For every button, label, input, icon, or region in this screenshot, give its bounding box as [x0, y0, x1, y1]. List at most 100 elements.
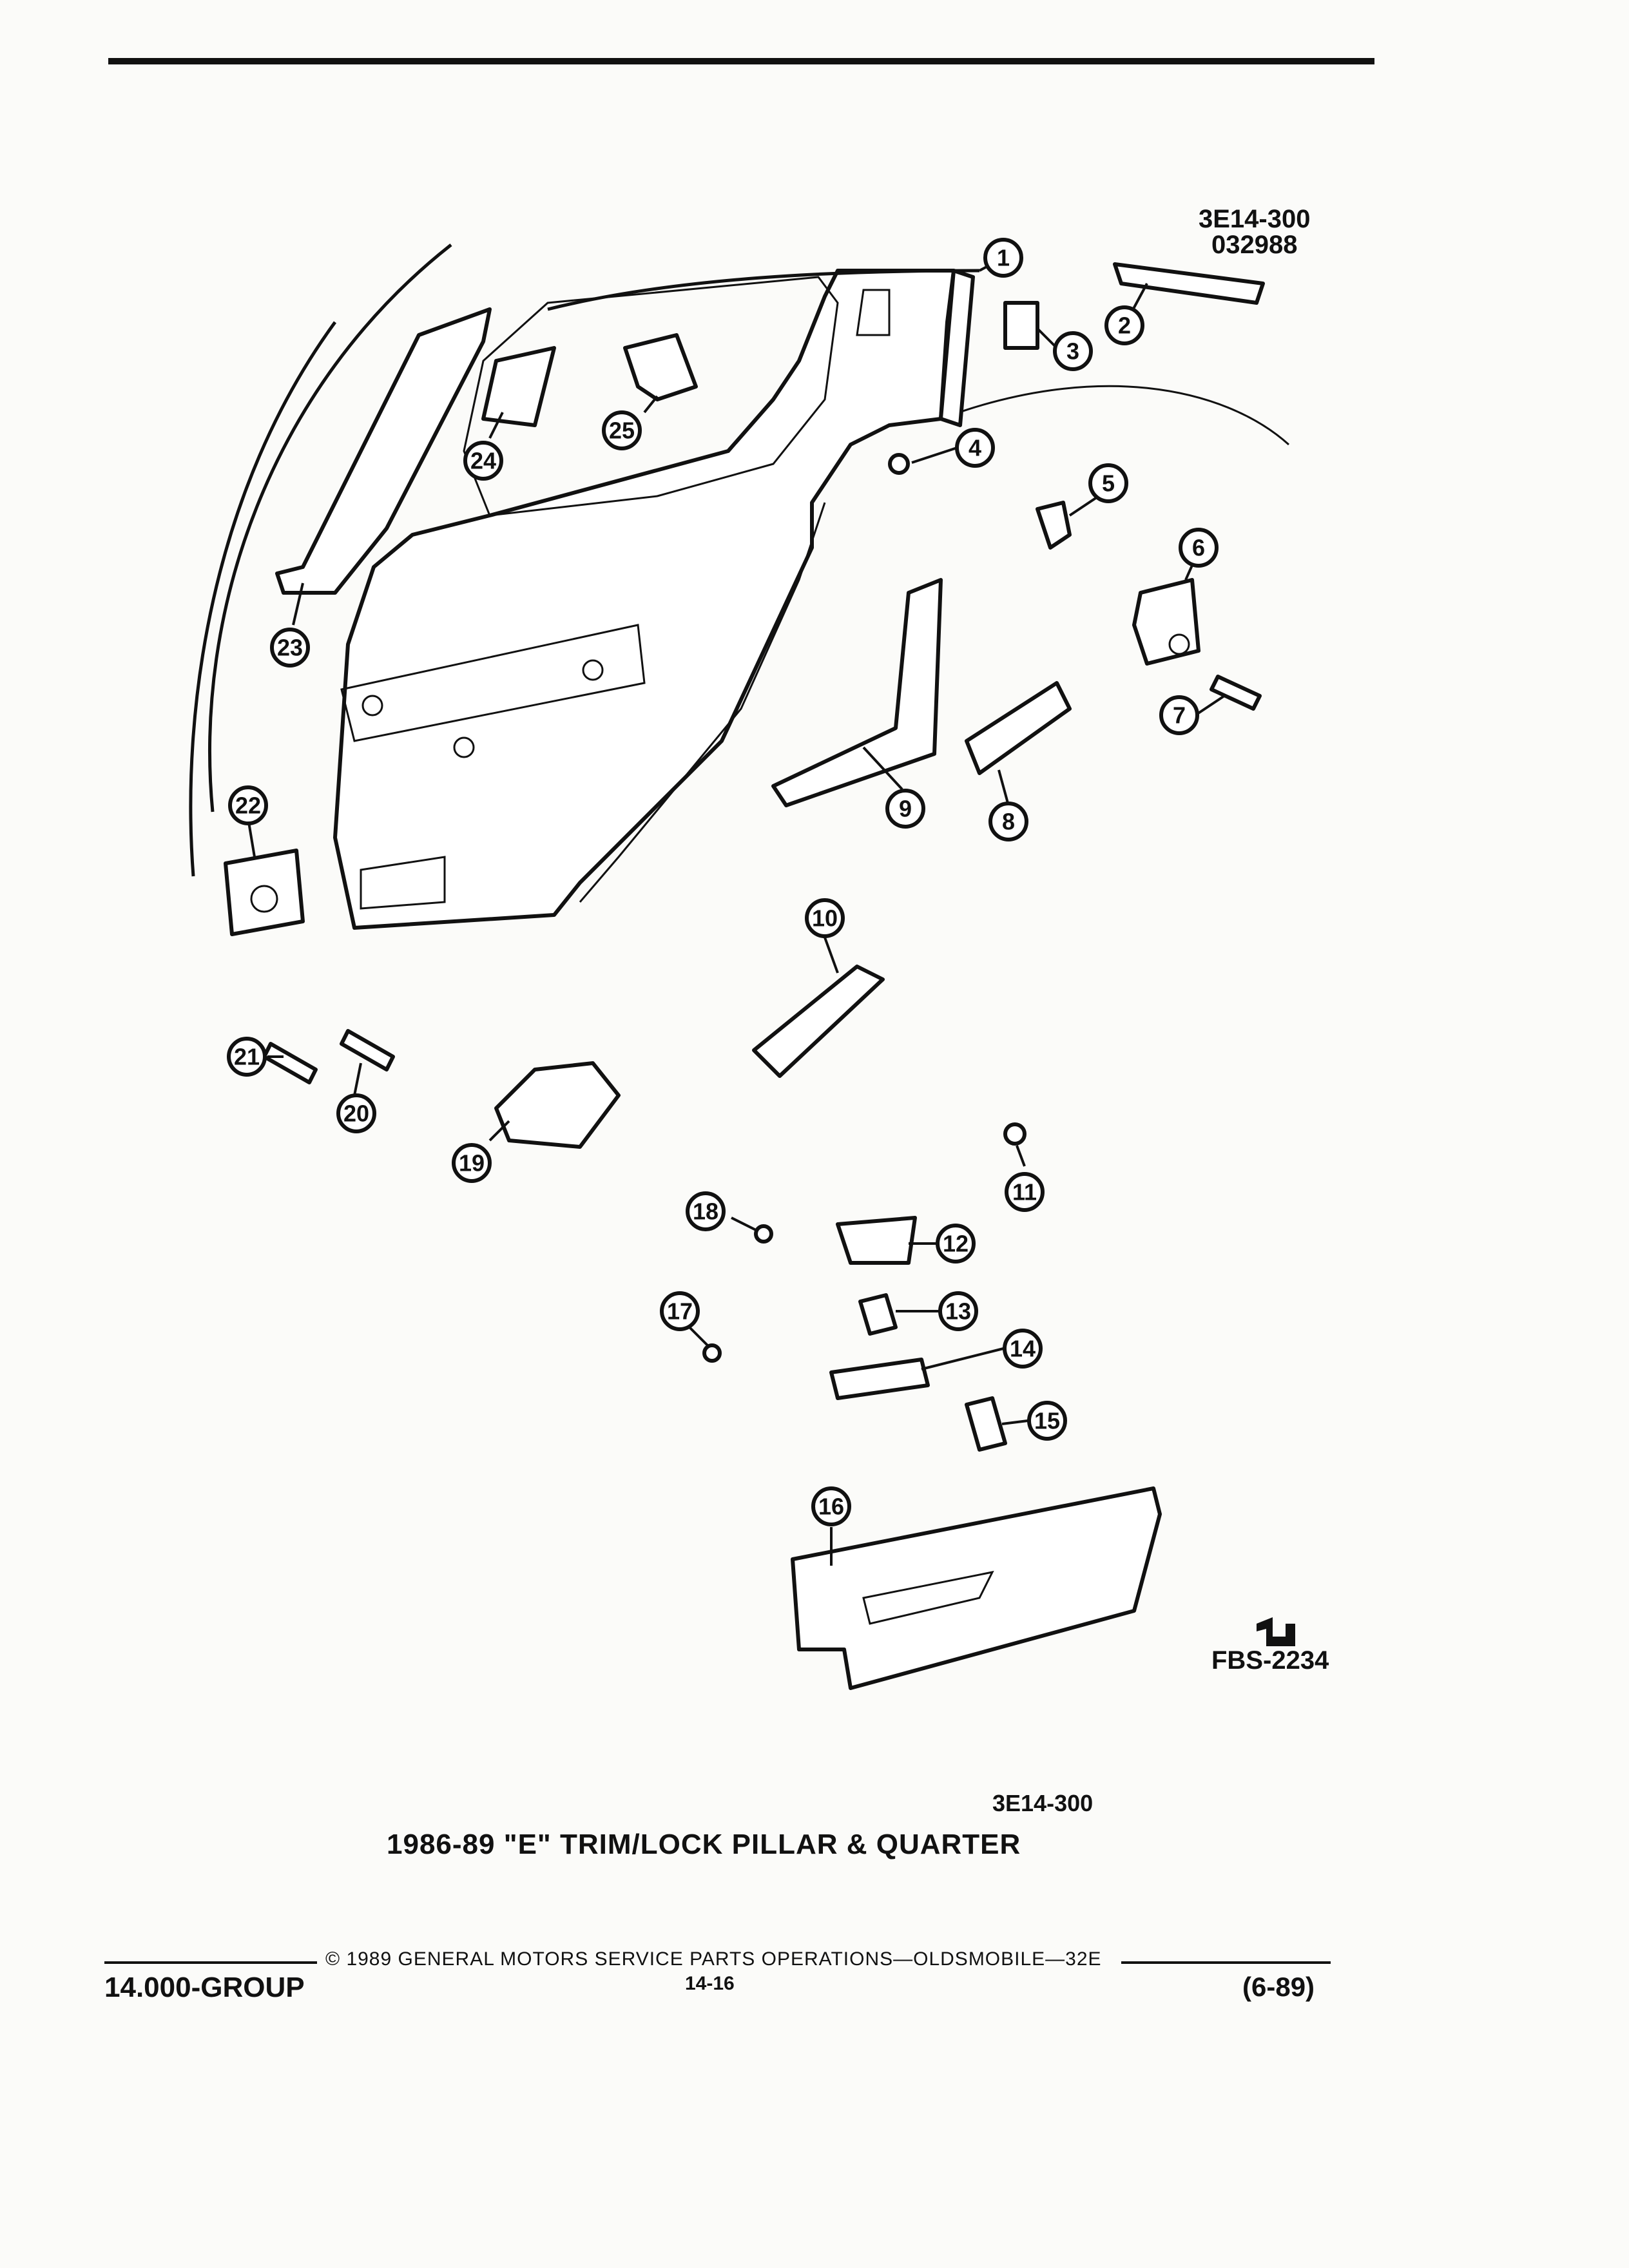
part-6-cover: [1132, 578, 1200, 666]
leader-11: [1016, 1145, 1026, 1167]
svg-text:1: 1: [997, 245, 1010, 271]
figure-code: 3E14-300: [992, 1790, 1094, 1816]
panel-hole: [582, 659, 604, 681]
upper-panel-window-recess: [463, 276, 839, 517]
part-10-trim-panel: [752, 965, 885, 1078]
panel-hole: [361, 695, 383, 716]
panel-lower-pocket: [360, 856, 446, 910]
callout-23: 23: [270, 628, 310, 668]
quarter-arc-inner: [189, 321, 337, 877]
header-date-code: 032988: [1211, 231, 1298, 259]
callout-13: 13: [938, 1291, 978, 1331]
callout-8: 8: [988, 802, 1028, 841]
svg-text:16: 16: [818, 1494, 844, 1520]
leader-15: [1001, 1419, 1028, 1425]
part-9-garnish: [771, 578, 943, 807]
callout-16: 16: [811, 1486, 851, 1526]
svg-text:10: 10: [812, 905, 838, 932]
svg-text:21: 21: [234, 1044, 260, 1070]
footer-date: (6-89): [1242, 1972, 1315, 2002]
part-5-fastener: [1036, 501, 1072, 550]
panel-upper-slot: [856, 289, 891, 336]
callout-19: 19: [452, 1143, 492, 1183]
svg-text:15: 15: [1034, 1408, 1060, 1434]
part-14-housing: [829, 1358, 930, 1400]
part-17-screw: [702, 1343, 722, 1363]
callout-9: 9: [885, 789, 925, 829]
belt-line: [547, 269, 980, 311]
callout-4: 4: [955, 428, 995, 468]
svg-text:14: 14: [1010, 1336, 1036, 1362]
figure-title: 1986-89 "E" TRIM/LOCK PILLAR & QUARTER: [387, 1829, 1021, 1860]
part-16-quarter-armrest: [791, 1486, 1162, 1690]
part-21-screw: [262, 1042, 318, 1084]
part-24-vent-grille: [481, 346, 556, 427]
svg-text:12: 12: [943, 1231, 969, 1257]
stamp-glyph-icon: [1257, 1617, 1295, 1646]
svg-text:22: 22: [235, 793, 261, 819]
header-code: 3E14-300: [1199, 205, 1311, 233]
leader-18: [731, 1216, 758, 1232]
part-2-retainer: [1113, 262, 1265, 305]
callout-1: 1: [983, 238, 1023, 278]
svg-text:9: 9: [899, 796, 912, 822]
leader-4: [911, 447, 958, 464]
leader-17: [688, 1326, 710, 1348]
part-6-hole: [1168, 633, 1190, 655]
part-8-bracket: [965, 681, 1072, 775]
svg-text:5: 5: [1102, 470, 1115, 497]
rear-deck-line: [940, 385, 1290, 446]
footer-rule-right: [1121, 1961, 1331, 1964]
svg-text:6: 6: [1192, 535, 1205, 561]
callout-21: 21: [227, 1037, 267, 1077]
svg-text:7: 7: [1173, 702, 1186, 729]
callout-24: 24: [463, 441, 503, 481]
leader-14: [921, 1347, 1004, 1370]
part-18-screw: [754, 1224, 773, 1244]
figure-stamp: FBS-2234: [1211, 1646, 1329, 1675]
callout-15: 15: [1027, 1401, 1067, 1441]
panel-hole: [453, 736, 475, 758]
svg-text:8: 8: [1002, 809, 1015, 835]
svg-text:11: 11: [1012, 1179, 1037, 1206]
leader-25: [643, 395, 659, 414]
svg-text:13: 13: [945, 1298, 971, 1325]
leader-19: [488, 1120, 510, 1142]
part-25-bracket: [623, 333, 698, 401]
svg-text:20: 20: [343, 1100, 369, 1127]
part-20-screw: [340, 1029, 395, 1072]
part-19-speaker-grille: [494, 1061, 621, 1149]
callout-10: 10: [805, 898, 845, 938]
callout-17: 17: [660, 1291, 700, 1331]
svg-text:3: 3: [1066, 338, 1079, 365]
svg-text:25: 25: [609, 418, 635, 444]
part-22-cover: [224, 849, 305, 936]
leader-10: [824, 937, 839, 974]
part-13-lighter: [858, 1293, 898, 1336]
armrest-molding: [340, 624, 646, 742]
svg-text:4: 4: [969, 435, 981, 461]
leader-8: [998, 769, 1010, 806]
part-15-bulb: [965, 1396, 1007, 1452]
callout-18: 18: [686, 1191, 726, 1231]
part-16-ashtray-recess: [862, 1570, 994, 1625]
callout-2: 2: [1104, 305, 1144, 345]
leader-9: [862, 746, 903, 791]
svg-text:19: 19: [459, 1150, 485, 1177]
callout-11: 11: [1005, 1172, 1045, 1212]
part-3-clip: [1003, 301, 1039, 350]
footer-page-number: 14-16: [685, 1973, 735, 1994]
callout-14: 14: [1003, 1329, 1043, 1369]
callout-25: 25: [602, 410, 642, 450]
leader-20: [353, 1062, 362, 1096]
footer-rule-left: [104, 1961, 317, 1964]
leader-24: [488, 412, 504, 439]
svg-text:23: 23: [277, 635, 303, 661]
footer-group: 14.000-GROUP: [104, 1972, 305, 2003]
part-22-hole: [250, 885, 278, 913]
svg-text:18: 18: [693, 1198, 718, 1225]
top-rule: [108, 58, 1374, 64]
quarter-edge-seal: [579, 502, 826, 903]
callout-3: 3: [1053, 331, 1093, 371]
